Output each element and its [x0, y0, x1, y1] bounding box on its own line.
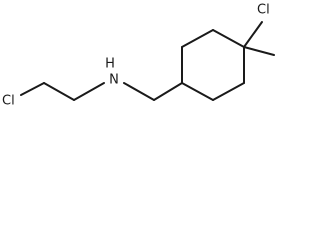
atom-h: H [105, 57, 115, 72]
bonds [20, 21, 275, 101]
bond-n-c3 [123, 82, 155, 101]
ring-bond-2 [181, 29, 214, 48]
bond-c3-ring [153, 82, 183, 101]
bond-cl-c1 [20, 82, 45, 96]
bond-c2-n [73, 82, 105, 101]
atom-n: N [109, 73, 119, 88]
ring-bond-3 [212, 29, 245, 48]
bond-c-cl-right [243, 21, 263, 48]
ring-bond-5 [212, 82, 245, 101]
ring-bond-6 [181, 82, 214, 101]
atom-cl-left: Cl [2, 94, 15, 109]
chemical-structure-diagram: Cl H N Cl [2, 3, 275, 109]
bond-c-methyl [243, 46, 275, 56]
bond-c1-c2 [43, 82, 75, 101]
atom-cl-right: Cl [257, 3, 270, 18]
